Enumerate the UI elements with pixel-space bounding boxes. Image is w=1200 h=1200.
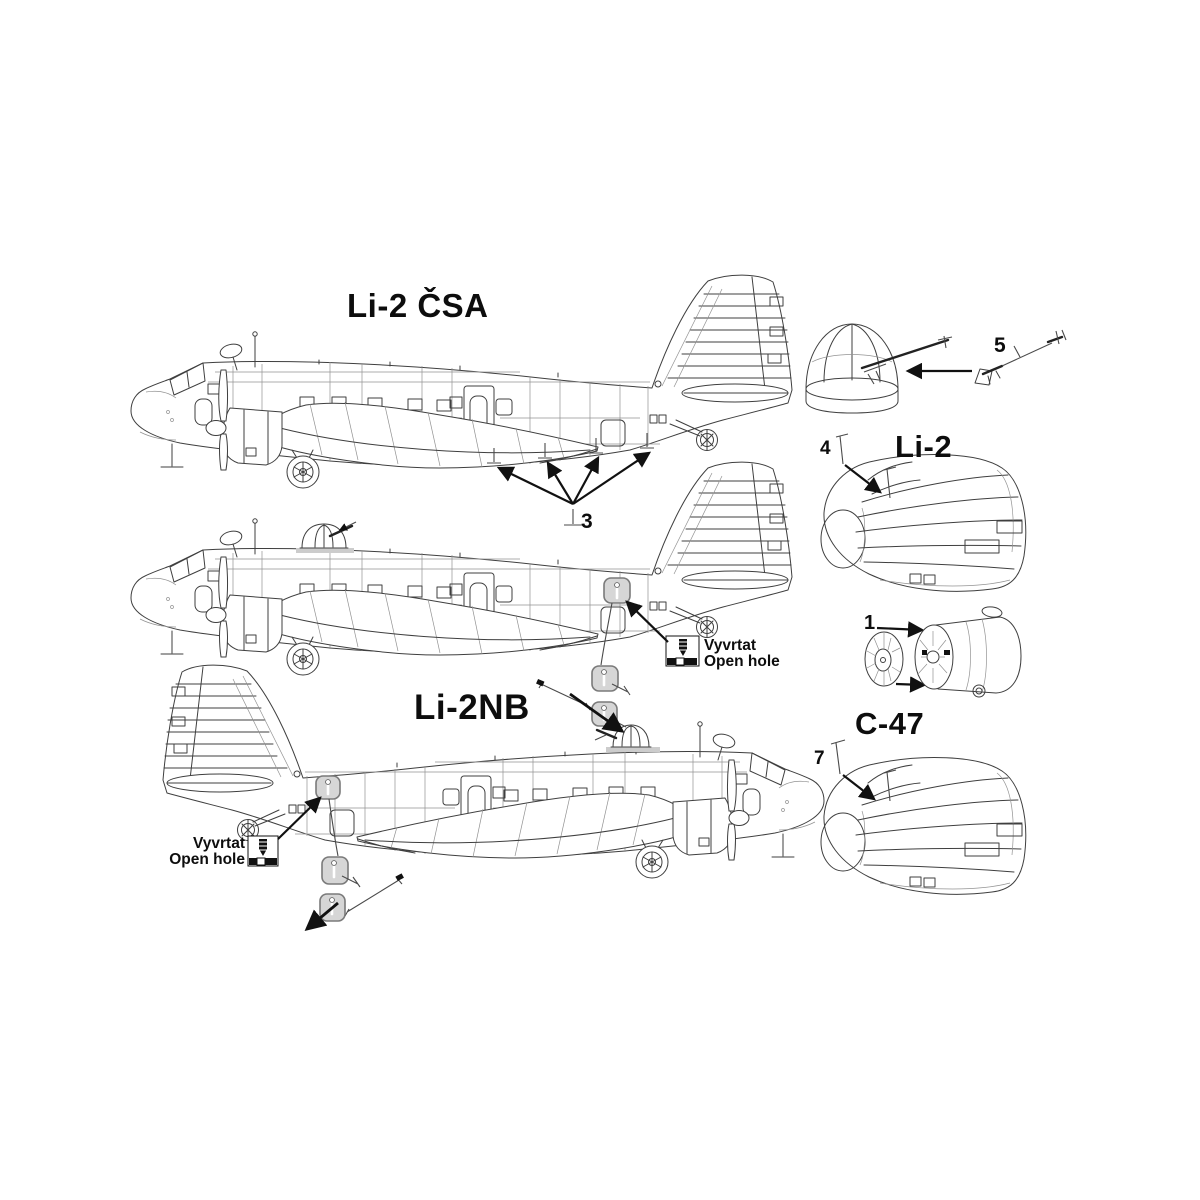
underside-mast-parts: [487, 433, 654, 464]
bottom-aircraft-drawing: [162, 664, 825, 879]
callout-4-label: 4: [820, 438, 831, 459]
bottom-fuselage-patch: [315, 775, 341, 800]
leader-to-callout: [600, 602, 613, 666]
engine-drawing: [864, 606, 1022, 698]
callout-3-label: 3: [581, 510, 593, 533]
callout-1-label: 1: [864, 612, 876, 634]
antenna-patch-part: [591, 665, 631, 696]
drill-note-mid-cs: Vyvrtat: [704, 637, 756, 654]
turret-base-strip: [296, 548, 354, 553]
top-aircraft-title: Li-2 ČSA: [347, 287, 489, 324]
leader-to-callout: [328, 798, 339, 857]
c47-nose-title: C-47: [855, 706, 925, 741]
turret-base-strip-bottom: [606, 747, 660, 752]
drill-note-bottom-text: Vyvrtat Open hole: [150, 835, 245, 869]
drill-note-mid-en: Open hole: [704, 653, 780, 671]
li2-nose-drawing: [820, 433, 1027, 592]
antenna-patch-part: [321, 856, 361, 888]
drill-note-mid-text: Vyvrtat Open hole: [704, 637, 780, 671]
li2-nose-title: Li-2: [895, 429, 953, 464]
callout-7-label: 7: [814, 748, 825, 769]
callout-5-label: 5: [994, 334, 1006, 357]
drill-note-bottom-icon: [247, 796, 322, 867]
bottom-antenna-callout: [304, 856, 404, 932]
turret-dome-drawing: [805, 323, 953, 414]
middle-aircraft-drawing: [130, 461, 793, 676]
c47-nose-drawing: [820, 739, 1027, 895]
callout-3-arrows: [496, 451, 652, 526]
drill-note-mid-icon: [625, 600, 700, 667]
top-aircraft-drawing: [130, 274, 793, 526]
machine-gun-part-drawing: [974, 329, 1067, 386]
mid-antenna-callout: [536, 665, 631, 733]
drill-note-bottom-cs: Vyvrtat: [193, 835, 245, 852]
bottom-aircraft-title: Li-2NB: [414, 688, 530, 727]
mid-fuselage-patch: [603, 577, 631, 604]
drill-note-bottom-en: Open hole: [169, 851, 245, 869]
